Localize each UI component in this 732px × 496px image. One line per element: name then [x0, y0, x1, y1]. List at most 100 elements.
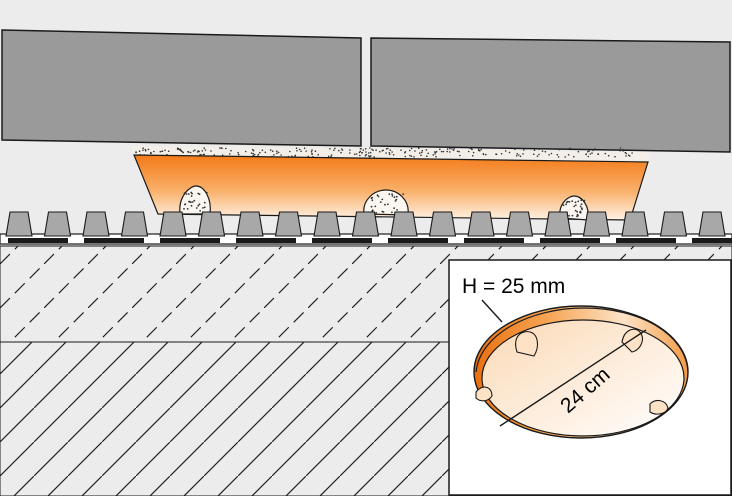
lump-dot [190, 204, 193, 207]
bed-dot [508, 151, 511, 154]
lump-dot-group [183, 191, 586, 218]
bed-dot [495, 153, 497, 155]
bed-dot [213, 154, 216, 156]
bed-dot [607, 154, 610, 157]
lump-dot [191, 201, 194, 203]
bed-dot [252, 154, 254, 157]
lump-dot [371, 209, 374, 212]
bed-dot [273, 154, 275, 156]
bed-dot [176, 148, 179, 151]
bed-dot [179, 148, 182, 151]
lump-dot [193, 199, 196, 202]
bed-dot [353, 153, 356, 156]
lump-dot [203, 201, 206, 204]
lump-dot [185, 193, 188, 195]
bed-dot [482, 153, 485, 156]
lump-dot [573, 205, 576, 208]
lump-dot [202, 207, 204, 209]
bed-dot [303, 147, 306, 149]
bed-dot [573, 155, 575, 158]
bed-dot [414, 150, 416, 152]
bed-dot [305, 150, 308, 152]
bed-dot [381, 150, 384, 152]
spacer-ring-top-rim [475, 307, 689, 373]
bed-dot [373, 156, 375, 158]
membrane-stud [120, 211, 149, 237]
bed-dot [219, 147, 221, 149]
bed-dot [269, 149, 272, 151]
bed-dot [619, 147, 622, 149]
bed-dot [625, 152, 628, 155]
lump-dot [384, 203, 386, 206]
bed-dot [369, 151, 372, 154]
bed-dot [367, 152, 370, 154]
bed-dot [385, 152, 387, 154]
bed-dot [329, 148, 331, 150]
membrane-stud [659, 211, 688, 237]
bed-dot [410, 155, 413, 157]
lump-dot [376, 194, 379, 197]
bed-dot [317, 153, 320, 156]
membrane-stud [236, 211, 264, 237]
bed-dot [485, 153, 487, 156]
bed-dot [548, 154, 550, 156]
lump-dot [395, 195, 398, 198]
bed-dot [404, 155, 407, 158]
lump-dot [565, 203, 567, 206]
bed-dot [361, 152, 363, 154]
bed-dot [409, 149, 411, 152]
membrane-stud [5, 211, 33, 237]
bed-dot [451, 148, 453, 150]
bed-dot [389, 153, 391, 156]
lump-dot [186, 208, 189, 210]
bed-dot [362, 149, 365, 151]
bed-dot [359, 154, 361, 157]
bed-dot [359, 150, 362, 153]
bed-dot [622, 150, 624, 152]
bed-dot [432, 154, 435, 156]
bed-dot [609, 149, 612, 151]
thin-bed-dots [132, 146, 650, 162]
bed-dot [389, 149, 392, 151]
bed-dot [280, 154, 282, 156]
bed-dot [516, 153, 518, 155]
bed-dot [204, 149, 207, 151]
bed-dot [369, 147, 371, 149]
bed-dot [477, 148, 480, 151]
lump-dot [577, 214, 579, 217]
bed-dot [192, 150, 195, 152]
bed-dot [614, 155, 616, 158]
lump-dot [568, 200, 571, 203]
membrane-stud [274, 211, 303, 237]
bed-dot [538, 153, 540, 156]
lump-dot [393, 196, 396, 199]
bed-dot [375, 149, 377, 151]
bed-dot [338, 149, 340, 152]
bed-dot [327, 155, 330, 158]
bed-dot [289, 150, 291, 153]
bed-dot [259, 151, 261, 154]
bed-dot [180, 150, 183, 152]
bed-dot [360, 148, 362, 150]
lump-dot [197, 204, 200, 207]
bed-dot [504, 150, 507, 152]
membrane-stud [43, 211, 72, 237]
bed-dot [372, 149, 374, 152]
bed-dot [456, 150, 459, 153]
bed-dot [480, 148, 483, 151]
bed-dot [341, 149, 344, 151]
bed-dot [435, 155, 437, 158]
bed-dot [494, 147, 497, 149]
lump-dot [393, 207, 395, 210]
bed-dot [589, 153, 592, 155]
bed-dot [142, 149, 144, 151]
bed-dot [587, 150, 589, 153]
bed-dot [355, 153, 358, 155]
bed-dot [515, 155, 518, 157]
lump-dot [583, 199, 586, 202]
fleece-strip [312, 238, 372, 243]
lump-dot [382, 211, 385, 213]
lump-dot [381, 198, 384, 201]
bed-dot [334, 147, 336, 150]
